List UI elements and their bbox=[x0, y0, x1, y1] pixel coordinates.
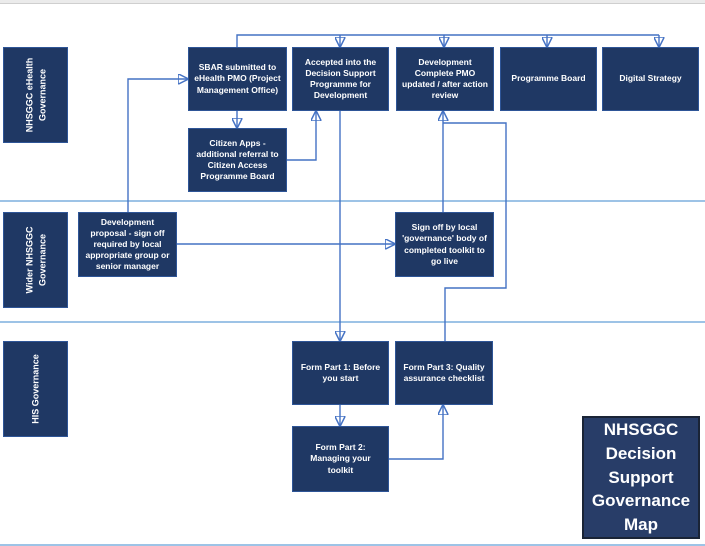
lane-label-text: Wider NHSGGC Governance bbox=[24, 226, 47, 294]
node-form-part-3: Form Part 3: Quality assurance checklist bbox=[395, 341, 493, 405]
connector-dev-proposal-to-sbar bbox=[127, 79, 187, 212]
lane-label-nhsggc-ehealth-governance: NHSGGC eHealth Governance bbox=[3, 47, 68, 143]
node-label: Citizen Apps - additional referral to Ci… bbox=[196, 137, 279, 182]
node-label: Digital Strategy bbox=[619, 73, 682, 84]
node-programme-board: Programme Board bbox=[500, 47, 597, 111]
lane-label-text: HIS Governance bbox=[30, 354, 41, 424]
connector-citizen-apps-to-accepted bbox=[287, 112, 316, 161]
node-sbar-submitted: SBAR submitted to eHealth PMO (Project M… bbox=[188, 47, 287, 111]
node-accepted-into-programme: Accepted into the Decision Support Progr… bbox=[292, 47, 389, 111]
lane-label-text: NHSGGC eHealth Governance bbox=[24, 57, 47, 133]
node-label: Programme Board bbox=[511, 73, 586, 84]
lane-divider-wider-his bbox=[0, 321, 705, 323]
node-development-proposal: Development proposal - sign off required… bbox=[78, 212, 177, 277]
map-title-text: NHSGGC Decision Support Governance Map bbox=[591, 420, 691, 535]
connector-form-part-2-to-form-part-3 bbox=[389, 406, 443, 460]
node-label: Accepted into the Decision Support Progr… bbox=[304, 56, 377, 101]
map-title-box: NHSGGC Decision Support Governance Map bbox=[582, 416, 700, 539]
node-label: Form Part 1: Before you start bbox=[300, 361, 381, 383]
connector-sbar-to-top-rail bbox=[236, 34, 659, 47]
node-sign-off-governance-body: Sign off by local 'governance' body of c… bbox=[395, 212, 494, 277]
node-development-complete: Development Complete PMO updated / after… bbox=[396, 47, 494, 111]
node-label: Form Part 3: Quality assurance checklist bbox=[403, 361, 485, 383]
lane-label-wider-nhsggc-governance: Wider NHSGGC Governance bbox=[3, 212, 68, 308]
connector-form-part-3-route-to-dev-complete bbox=[443, 122, 507, 341]
node-label: Development Complete PMO updated / after… bbox=[402, 56, 488, 101]
node-label: Development proposal - sign off required… bbox=[85, 216, 170, 272]
node-label: SBAR submitted to eHealth PMO (Project M… bbox=[194, 62, 281, 95]
node-form-part-1: Form Part 1: Before you start bbox=[292, 341, 389, 405]
node-label: Sign off by local 'governance' body of c… bbox=[402, 222, 487, 266]
lane-divider-ehealth-wider bbox=[0, 200, 705, 202]
lane-label-his-governance: HIS Governance bbox=[3, 341, 68, 437]
node-form-part-2: Form Part 2: Managing your toolkit bbox=[292, 426, 389, 492]
node-label: Form Part 2: Managing your toolkit bbox=[310, 442, 371, 475]
node-digital-strategy: Digital Strategy bbox=[602, 47, 699, 111]
lane-divider-bottom bbox=[0, 544, 705, 546]
window-top-border bbox=[0, 0, 705, 4]
node-citizen-apps-referral: Citizen Apps - additional referral to Ci… bbox=[188, 128, 287, 192]
